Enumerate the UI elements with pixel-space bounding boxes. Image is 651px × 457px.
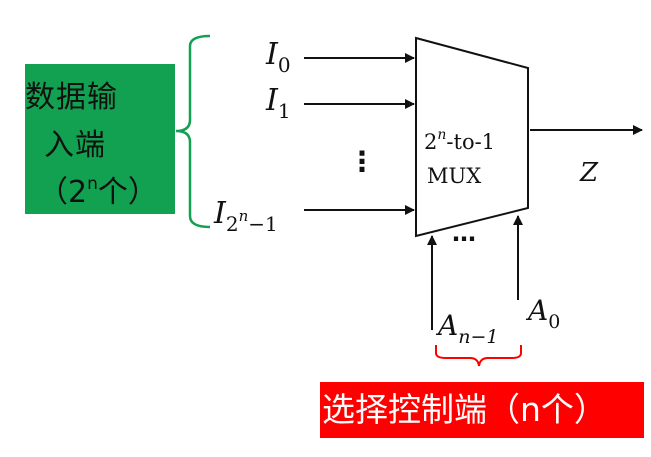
data-input-label-line2: 入端	[44, 128, 106, 163]
mux-label-line2: MUX	[427, 164, 481, 188]
data-input-brace	[175, 34, 211, 229]
mux-label-line1: 2n-to-1	[424, 127, 495, 154]
select-ellipsis: ⋯	[452, 225, 476, 253]
data-input-count-close: 个）	[97, 175, 158, 210]
data-input-count-sup: n	[87, 174, 98, 194]
data-input-label-line3: （2n个）	[38, 167, 158, 211]
input-label-1: I1	[265, 83, 291, 123]
select-label-lsb: A0	[525, 294, 560, 333]
input-label-0: I0	[265, 37, 291, 77]
mux-body	[415, 36, 529, 238]
output-label: Z	[579, 158, 599, 188]
data-input-label-line1: 数据输	[25, 80, 118, 115]
select-brace	[435, 345, 522, 367]
select-label-box: 选择控制端（n个）	[320, 382, 644, 438]
input-ellipsis: ⋮	[348, 145, 376, 178]
select-label-text: 选择控制端（n个）	[322, 390, 607, 429]
data-input-label-box: 数据输 入端 （2n个）	[25, 64, 175, 214]
select-label-msb: An−1	[435, 309, 498, 348]
input-label-last: I2n−1	[213, 196, 278, 236]
data-input-count-open: （2	[38, 175, 88, 210]
